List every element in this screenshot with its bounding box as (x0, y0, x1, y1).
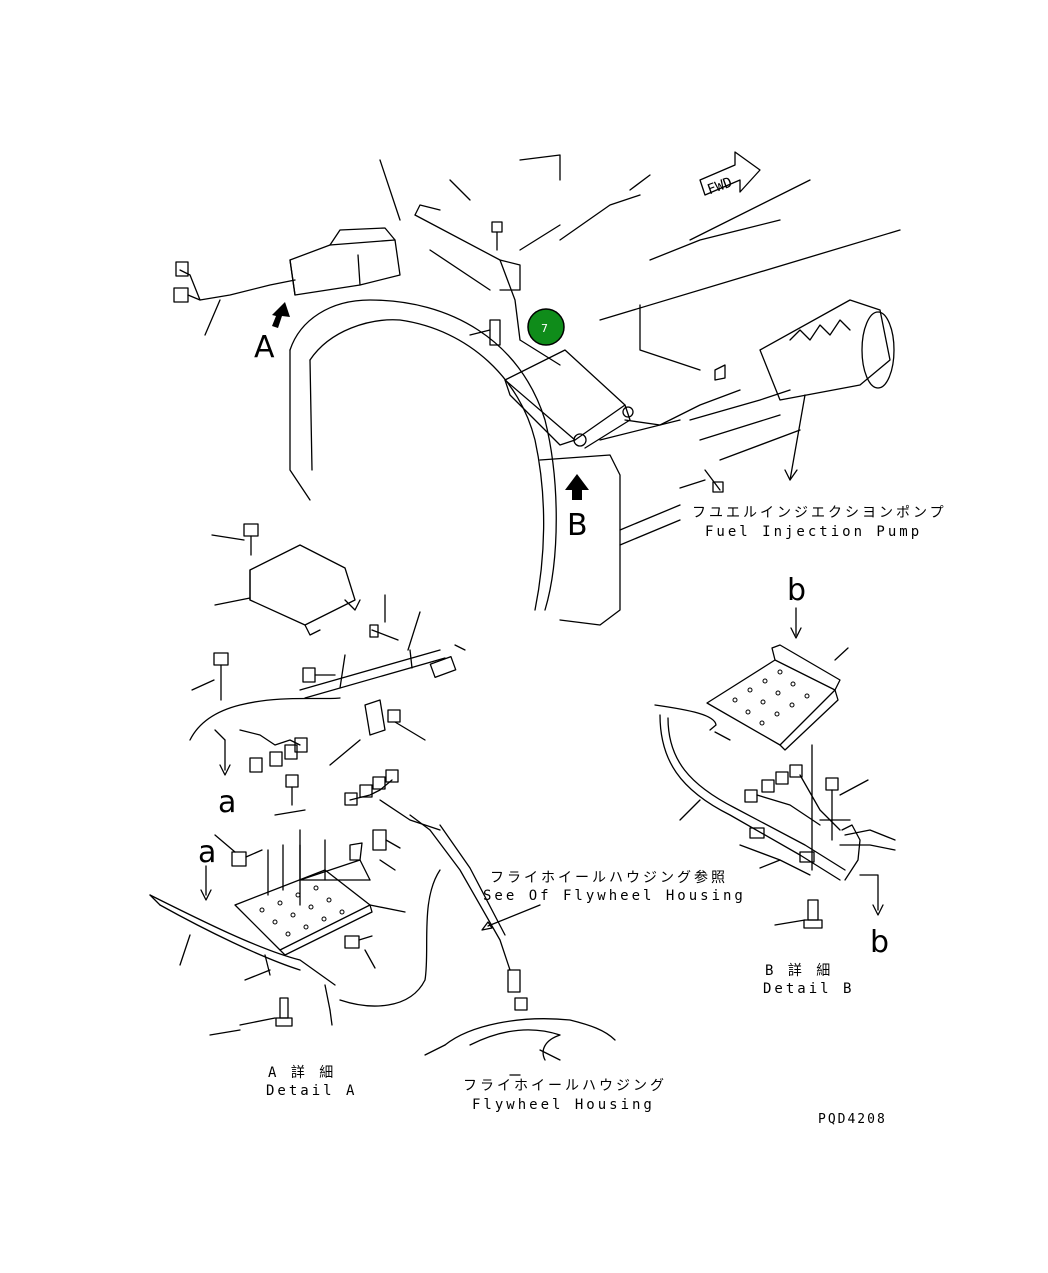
detail-b-en: Detail B (763, 981, 854, 997)
view-a-lower-2: a (198, 835, 216, 870)
callout-number: 7 (541, 322, 548, 335)
detail-a-label: A 詳 細 Detail A (266, 1065, 357, 1099)
detail-a-en: Detail A (266, 1083, 357, 1099)
plate-b-holes (732, 669, 810, 726)
detail-b-label: B 詳 細 Detail B (763, 963, 854, 997)
fwd-label: FWD (705, 175, 734, 199)
view-a-label: A (254, 330, 275, 365)
drawing-code: PQD4208 (818, 1112, 887, 1127)
fuel-injection-pump-label: フユエルインジエクシヨンポンプ Fuel Injection Pump (692, 505, 947, 540)
detail-a-jp: A 詳 細 (268, 1065, 336, 1081)
view-a-lower-1: a (218, 785, 236, 820)
fuel-pump-jp: フユエルインジエクシヨンポンプ (692, 505, 947, 521)
view-b-label: B (567, 508, 588, 543)
see-flywheel-housing-label: フライホイールハウジング参照 See Of Flywheel Housing (483, 869, 746, 904)
callout-marker[interactable] (527, 308, 565, 346)
see-flywheel-jp: フライホイールハウジング参照 (490, 869, 728, 886)
callout-7[interactable]: 7 (527, 308, 565, 346)
view-b-lower-2: b (870, 925, 889, 960)
flywheel-en: Flywheel Housing (472, 1097, 655, 1113)
flywheel-jp: フライホイールハウジング (463, 1078, 667, 1094)
plate-holes (259, 885, 345, 937)
fuel-pump-en: Fuel Injection Pump (705, 524, 922, 540)
flywheel-housing-label: フライホイールハウジング Flywheel Housing (463, 1078, 667, 1113)
detail-b-jp: B 詳 細 (765, 963, 833, 979)
detail-a-drawing: a a (149, 523, 616, 1076)
detail-b-drawing: b (654, 573, 896, 960)
view-b-lower-1: b (787, 573, 806, 608)
see-flywheel-en: See Of Flywheel Housing (483, 888, 746, 904)
